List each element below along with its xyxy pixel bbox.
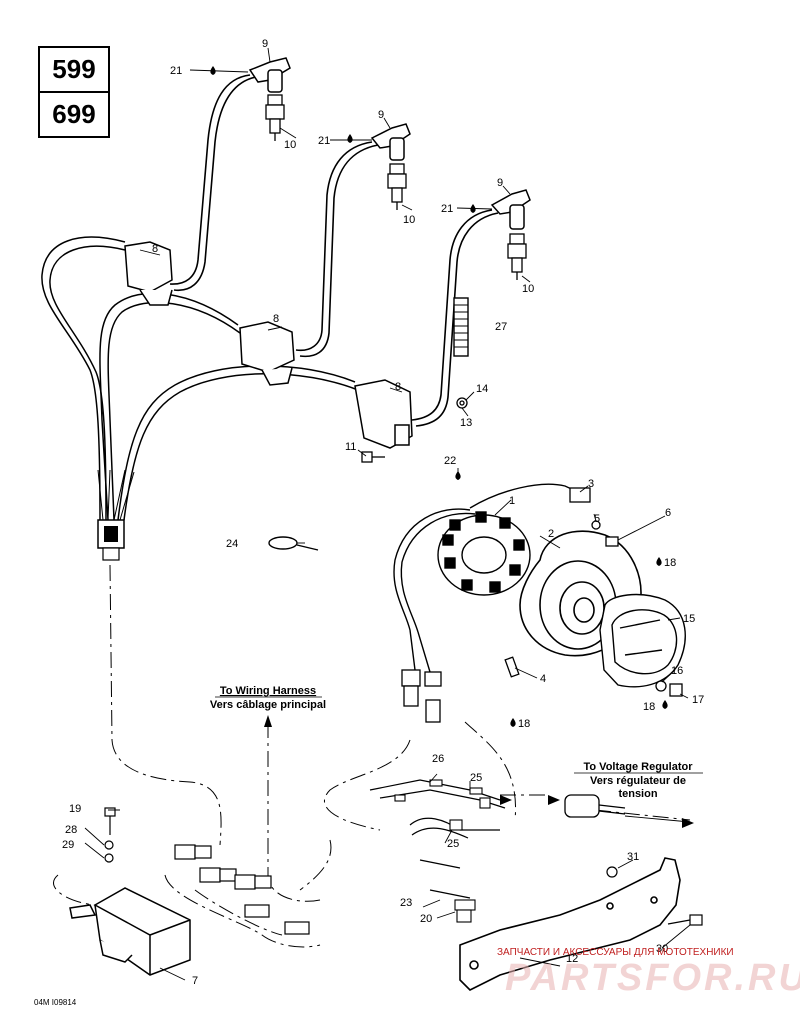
callout-17: 17 [692,694,704,706]
insulating-tube [453,297,469,357]
callout-27: 27 [495,321,507,333]
spark-plug-cap [248,57,531,230]
callout-3: 3 [588,478,594,490]
callout-15: 15 [683,613,695,625]
callout-28: 28 [65,824,77,836]
bracket-hardware [606,866,703,926]
callout-18: 18 [518,718,530,730]
callout-13: 13 [460,417,472,429]
callout-30: 30 [656,943,668,955]
watermark-logo: PARTSFOR.RU [505,957,800,999]
callout-10: 10 [284,139,296,151]
callout-9: 9 [497,177,503,189]
callout-14: 14 [476,383,488,395]
callout-10: 10 [403,214,415,226]
callout-7: 7 [192,975,198,987]
regulator-connector [564,794,626,818]
callout-11: 11 [345,441,356,453]
high-tension-wires [169,74,499,427]
callout-labels: 9 21 10 9 21 10 9 21 10 8 8 8 27 14 13 1… [62,38,704,987]
callout-10: 10 [522,283,534,295]
caption-vers-cablage: Vers câblage principal [210,699,326,711]
routing-captions: To Wiring Harness Vers câblage principal… [210,685,703,800]
caption-to-voltage-regulator: To Voltage Regulator [584,761,694,773]
drawing-code: 04M I09814 [34,998,77,1007]
callout-23: 23 [400,897,412,909]
callout-29: 29 [62,839,74,851]
callout-25: 25 [470,772,482,784]
small-hardware [361,397,468,463]
callout-6: 6 [665,507,671,519]
callout-24: 24 [226,538,238,550]
callout-20: 20 [420,913,432,925]
stator [437,511,531,596]
callout-8: 8 [152,243,158,255]
sealant-drop-icon [210,66,668,727]
callout-22: 22 [444,455,456,467]
spade-terminals [394,779,491,923]
callout-21: 21 [441,203,453,215]
callout-1: 1 [509,495,515,507]
harness-wires [41,236,359,521]
callout-5: 5 [594,513,600,525]
mounting-bracket [459,857,681,991]
harness-connectors [174,844,310,935]
callout-31: 31 [627,851,639,863]
callout-9: 9 [262,38,268,50]
callout-16: 16 [671,665,683,677]
stator-wires [393,483,579,673]
callout-9: 9 [378,109,384,121]
caption-tension: tension [618,788,657,800]
caption-to-wiring-harness: To Wiring Harness [220,685,316,697]
model-599: 599 [52,54,96,84]
trigger-wheel [599,593,686,688]
watermark: ЗАПЧАСТИ И АКСЕССУАРЫ ДЛЯ МОТОТЕХНИКИ PA… [497,947,800,999]
callout-18: 18 [664,557,676,569]
model-699: 699 [40,91,108,136]
callout-2: 2 [548,528,554,540]
watermark-tagline: ЗАПЧАСТИ И АКСЕССУАРЫ ДЛЯ МОТОТЕХНИКИ [497,947,734,958]
callout-18: 18 [643,701,655,713]
caption-vers-regulateur: Vers régulateur de [590,775,686,787]
voltage-regulator [69,887,191,976]
callout-25: 25 [447,838,459,850]
callout-26: 26 [432,753,444,765]
model-number-box: 599 699 [38,46,110,138]
regulator-screw [104,807,116,863]
callout-19: 19 [69,803,81,815]
arrows [264,715,694,828]
ignition-coil [124,241,413,449]
stator-connector [401,487,591,723]
spark-plug [265,94,527,280]
flywheel-hardware [504,520,683,697]
routing-dashes [53,564,691,948]
cable-tie [268,536,319,551]
callout-4: 4 [540,673,546,685]
harness-connector [97,519,125,561]
callout-21: 21 [318,135,330,147]
callout-12: 12 [566,953,578,965]
callout-8: 8 [273,313,279,325]
callout-21: 21 [170,65,182,77]
callout-8: 8 [395,381,401,393]
